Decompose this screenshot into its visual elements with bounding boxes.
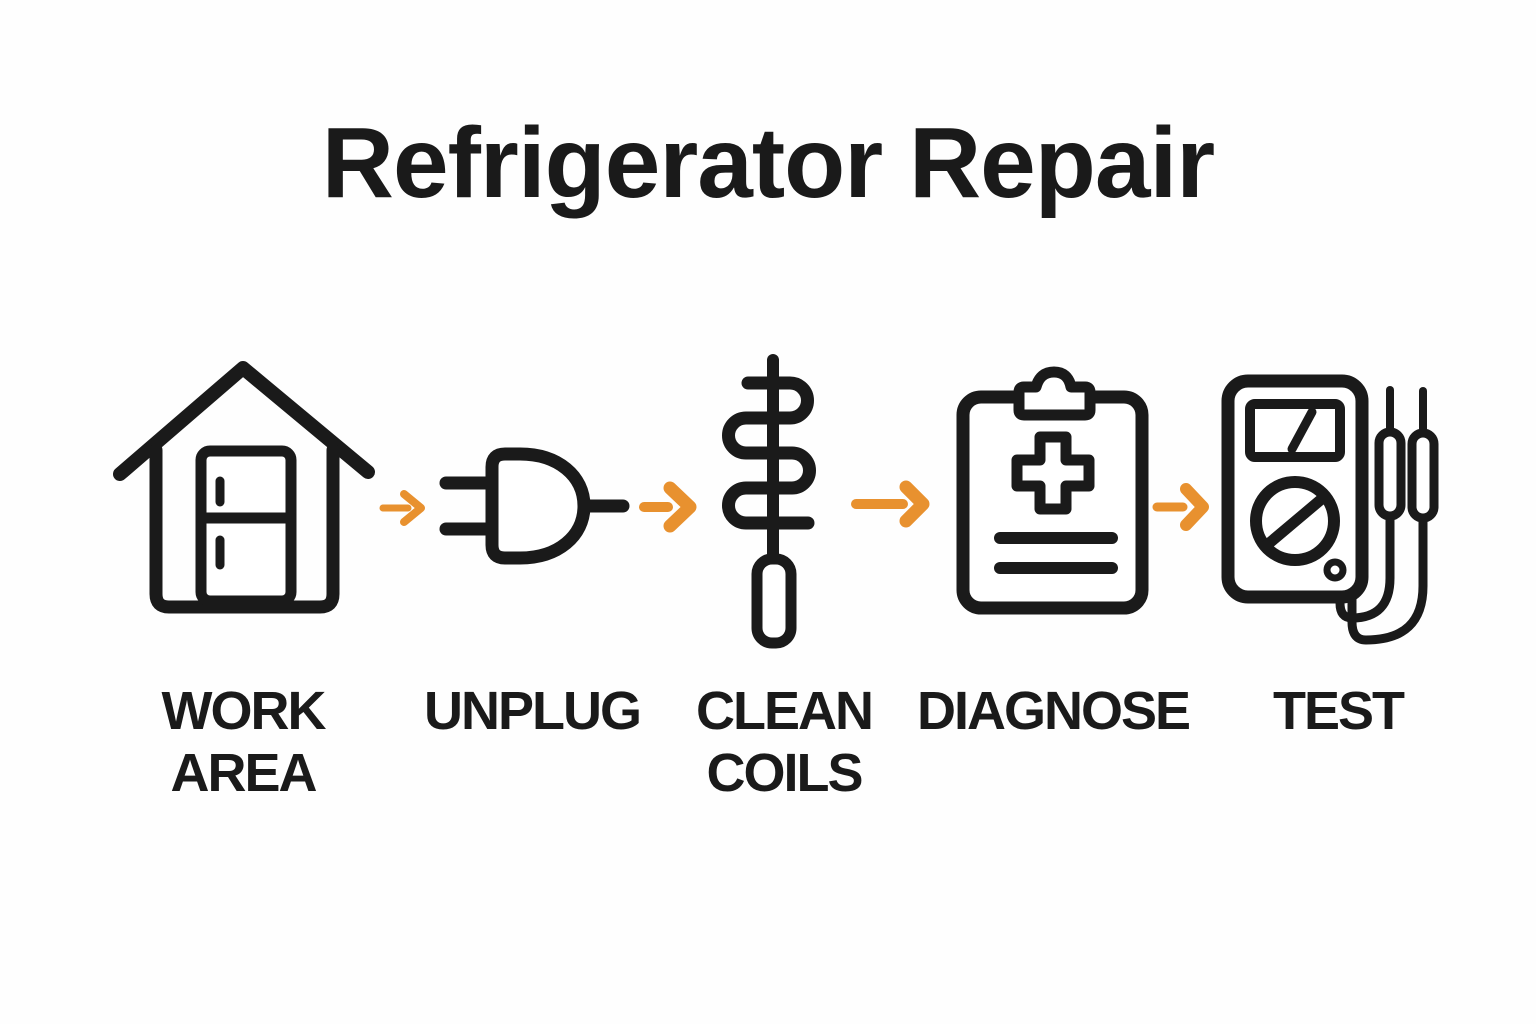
step-label-line: TEST (1272, 681, 1405, 741)
diagnosis-clipboard-icon (956, 366, 1149, 615)
step-label-line: CLEAN (696, 681, 874, 741)
step-label-line: UNPLUG (424, 681, 642, 741)
arrow-right-icon (639, 481, 697, 533)
step-label-diagnose: DIAGNOSE (916, 680, 1191, 742)
step-label-line: AREA (170, 743, 317, 803)
arrow-right-icon (851, 480, 930, 528)
step-label-unplug: UNPLUG (424, 680, 642, 742)
step-label-line: COILS (706, 743, 863, 803)
coil-cleaning-brush-icon (722, 354, 816, 649)
page-title: Refrigerator Repair (321, 107, 1215, 219)
house-with-refrigerator-icon (113, 361, 375, 614)
step-label-clean-coils: CLEAN COILS (696, 680, 874, 804)
step-label-test: TEST (1272, 680, 1405, 742)
multimeter-icon (1221, 374, 1439, 645)
step-label-line: WORK (161, 681, 327, 741)
arrow-right-icon (379, 490, 425, 526)
arrow-right-icon (1152, 483, 1209, 531)
step-label-work-area: WORK AREA (161, 680, 327, 804)
power-plug-icon (439, 447, 630, 565)
step-label-line: DIAGNOSE (916, 681, 1191, 741)
